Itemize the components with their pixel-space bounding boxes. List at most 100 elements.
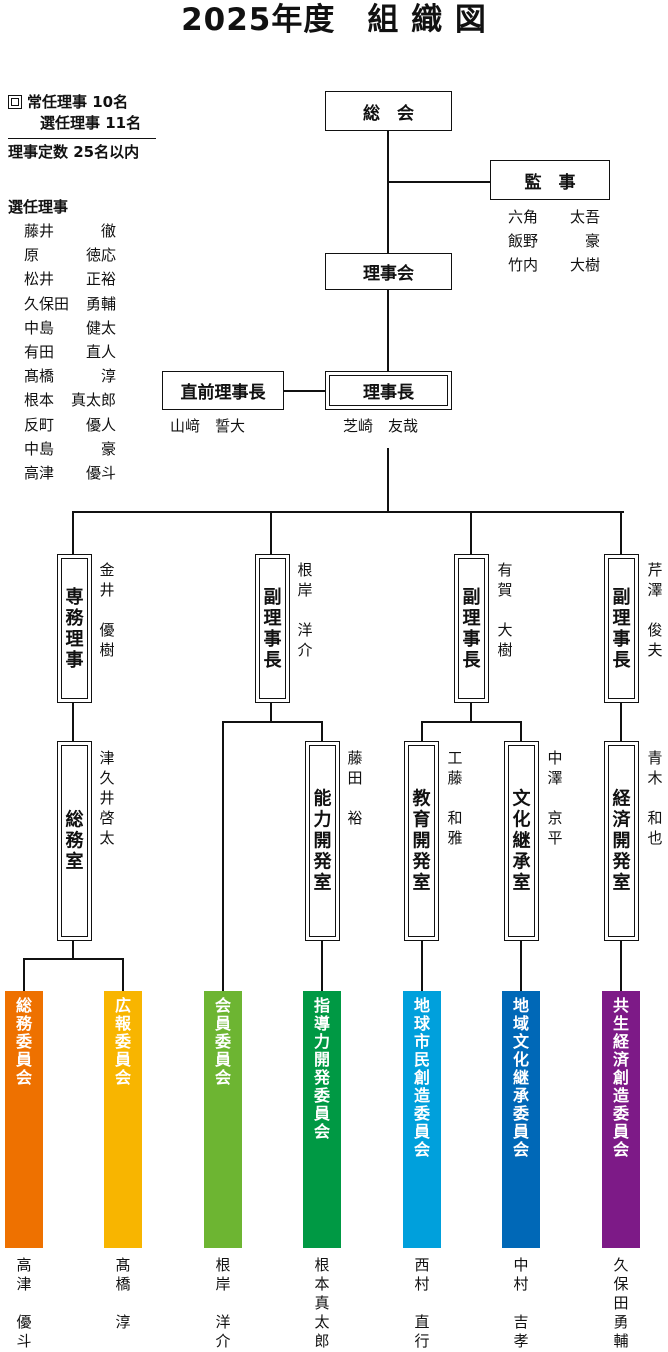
legend-quota: 理事定数 25名以内 [8,143,140,161]
vertical-char: 経 [612,1032,629,1051]
vertical-char: 田 [347,769,363,787]
vertical-char: 承 [512,851,531,873]
legend-divider [8,138,156,139]
connector-line [470,511,472,555]
vertical-char: 済 [612,1050,629,1069]
vertical-char: 創 [413,1068,430,1087]
vertical-char: 文 [512,1032,529,1051]
vertical-char [453,788,458,808]
vertical-char: 委 [313,1086,330,1105]
vertical-char: 域 [512,1014,529,1033]
elected-director-name: 原徳応 [24,246,116,265]
connector-line [520,940,522,992]
vertical-char: 樹 [99,641,115,659]
vertical-char: 夫 [647,641,663,659]
connector-line [72,940,74,959]
vertical-char: 岸 [297,581,313,599]
connector-line [222,721,323,723]
legend: 常任理事 10名 選任理事 11名 理事定数 25名以内 [8,92,156,163]
connector-line [23,958,124,960]
connector-line [72,511,74,555]
vertical-char: 継 [512,1068,529,1087]
vertical-char: 真 [314,1294,330,1312]
vertical-char: 務 [65,830,84,852]
vertical-char: 育 [412,809,431,831]
vertical-char: 理 [263,607,282,629]
vertical-char: 会 [214,1068,231,1087]
connector-line [283,390,326,392]
vertical-char: 賀 [497,581,513,599]
president-box: 理事長 [325,371,452,410]
vertical-char [553,788,558,808]
vertical-char: 委 [114,1032,131,1051]
committee-bar: 地球市民創造委員会 [403,991,441,1248]
vertical-char: 優 [99,621,115,639]
vertical-char: 指 [313,996,330,1015]
vertical-char: 木 [647,769,663,787]
vertical-char: 工 [447,749,463,767]
vertical-char: 大 [497,621,513,639]
vertical-char: 地 [512,996,529,1015]
vertical-char: 中 [513,1256,529,1274]
vertical-char: 共 [612,996,629,1015]
executive-box: 副理事長 [255,554,290,703]
vertical-char: 長 [612,649,631,671]
vertical-char: 化 [512,1050,529,1069]
office-box: 能力開発室 [305,741,340,941]
vertical-char: 造 [612,1086,629,1105]
connector-line [620,511,622,555]
vertical-char: 報 [114,1014,131,1033]
vertical-char: 津 [16,1275,32,1293]
office-box: 総務室 [57,741,92,941]
committee-chair-name: 西村 直行 [412,1256,432,1351]
vertical-char: 発 [412,851,431,873]
executive-name: 根岸 洋介 [296,560,314,660]
vertical-char: 行 [414,1332,430,1350]
connector-line [270,702,272,722]
vertical-char: 理 [462,607,481,629]
vertical-char: 総 [65,809,84,831]
connector-line [321,940,323,992]
vertical-char: 委 [413,1104,430,1123]
vertical-char: 会 [214,996,231,1015]
vertical-char: 中 [547,749,563,767]
vertical-char: 専 [65,586,84,608]
vertical-char: 郎 [314,1332,330,1350]
elected-director-name: 根本真太郎 [24,391,116,410]
vertical-char: 造 [413,1086,430,1105]
vertical-char: 済 [612,809,631,831]
vertical-char: 直 [414,1313,430,1331]
elected-director-name: 髙橋淳 [24,367,116,386]
connector-line [23,958,25,992]
vertical-char: 広 [114,996,131,1015]
vertical-char: 開 [612,830,631,852]
vertical-char: 村 [414,1275,430,1293]
vertical-char: 啓 [99,809,115,827]
vertical-char: 青 [647,749,663,767]
vertical-char: 事 [612,628,631,650]
vertical-char: 員 [612,1122,629,1141]
office-box: 文化継承室 [504,741,539,941]
connector-line [620,940,622,992]
auditor-name: 六角太吾 [508,208,600,226]
committee-bar: 地域文化継承委員会 [502,991,540,1248]
committee-chair-name: 中村 吉孝 [511,1256,531,1351]
vertical-char: 力 [313,809,332,831]
vertical-char: 文 [512,788,531,810]
vertical-char: 創 [612,1068,629,1087]
vertical-char: 副 [462,586,481,608]
vertical-char: 室 [512,872,531,894]
vertical-char: 長 [263,649,282,671]
vertical-char: 村 [513,1275,529,1293]
committee-bar: 広報委員会 [104,991,142,1248]
vertical-char: 太 [314,1313,330,1331]
elected-director-name: 高津優斗 [24,464,116,483]
vertical-char: 樹 [497,641,513,659]
vertical-char: 保 [613,1275,629,1293]
vertical-char: 優 [16,1313,32,1331]
elected-director-name: 久保田勇輔 [24,294,116,313]
vertical-char: 洋 [215,1313,231,1331]
connector-line [470,702,472,722]
vertical-char: 室 [313,872,332,894]
vertical-char: 長 [462,649,481,671]
